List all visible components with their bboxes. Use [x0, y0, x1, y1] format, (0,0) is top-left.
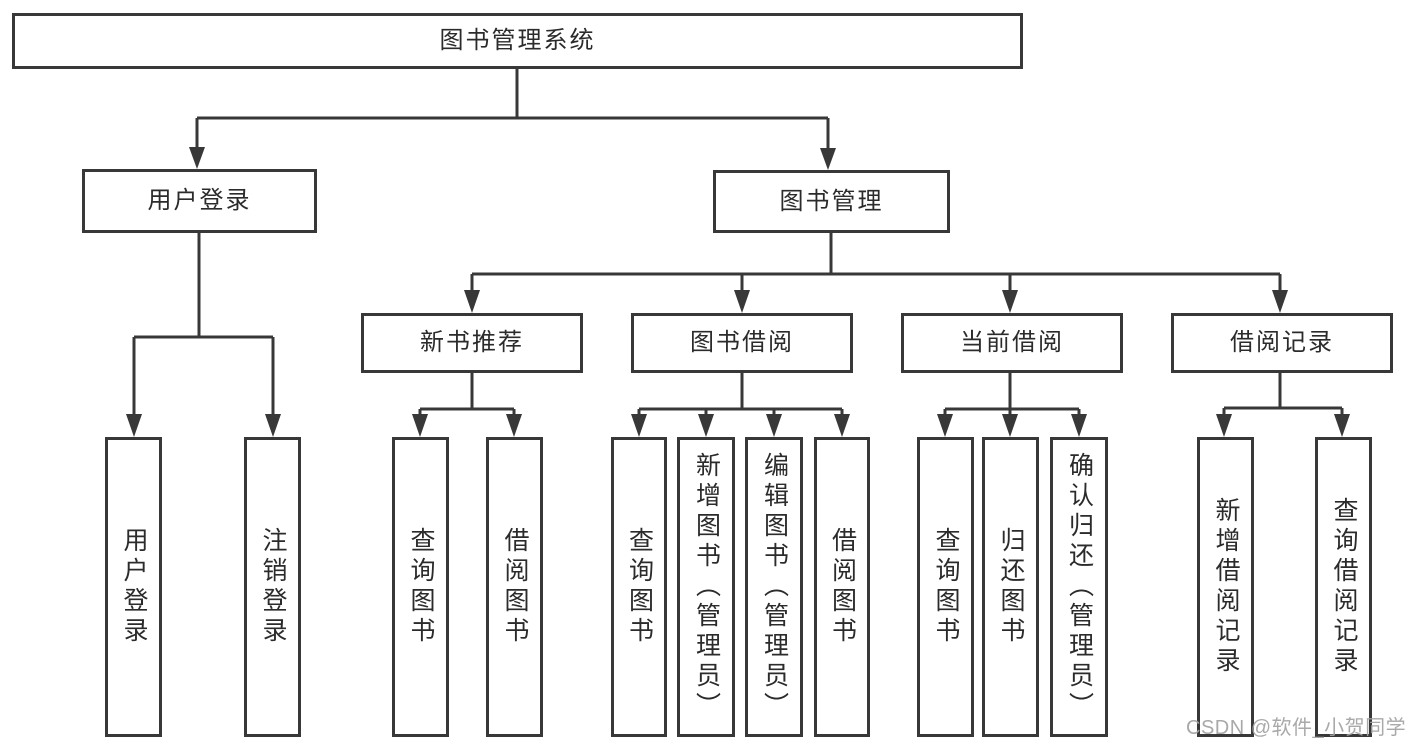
arrowhead [1002, 290, 1018, 313]
node-root-system: 图书管理系统 [12, 13, 1023, 69]
node-label: 新增借阅记录 [1212, 497, 1240, 677]
arrowhead [464, 290, 480, 313]
leaf-query-books-recommend: 查询图书 [392, 437, 449, 737]
node-label: 新增图书（管理员） [692, 452, 721, 722]
node-label: 确认归还（管理员） [1065, 452, 1094, 722]
node-label: 查询借阅记录 [1330, 497, 1358, 677]
arrowhead [1002, 414, 1018, 437]
arrowhead [1272, 290, 1288, 313]
node-label: 查询图书 [932, 527, 960, 647]
node-label: 查询图书 [625, 527, 654, 647]
leaf-user-login: 用户登录 [105, 437, 162, 737]
arrowhead [820, 148, 836, 170]
leaf-confirm-return-admin: 确认归还（管理员） [1050, 437, 1108, 737]
node-label: 用户登录 [120, 527, 148, 647]
node-label: 查询图书 [407, 527, 435, 647]
arrowhead [265, 414, 281, 437]
csdn-watermark: CSDN @软件_小贺同学 [1186, 717, 1405, 739]
node-label: 当前借阅 [960, 329, 1064, 356]
node-label: 归还图书 [997, 527, 1025, 647]
arrowhead [834, 414, 850, 437]
leaf-borrow-books-recommend: 借阅图书 [486, 437, 543, 737]
arrowhead [506, 414, 522, 437]
node-label: 新书推荐 [420, 329, 524, 356]
leaf-query-books-current: 查询图书 [917, 437, 974, 737]
node-book-borrow: 图书借阅 [631, 313, 853, 373]
node-label: 图书借阅 [690, 329, 794, 356]
arrowhead [1216, 414, 1232, 437]
arrowhead [766, 414, 782, 437]
leaf-query-borrow-record: 查询借阅记录 [1315, 437, 1372, 737]
node-label: 编辑图书（管理员） [760, 452, 789, 722]
arrowhead [937, 414, 953, 437]
arrowhead [698, 414, 714, 437]
node-label: 用户登录 [147, 187, 252, 214]
node-book-management: 图书管理 [713, 170, 950, 233]
node-label: 借阅图书 [828, 527, 857, 647]
node-current-borrow: 当前借阅 [901, 313, 1123, 373]
leaf-add-borrow-record: 新增借阅记录 [1197, 437, 1254, 737]
leaf-borrow-books: 借阅图书 [814, 437, 870, 737]
leaf-edit-books-admin: 编辑图书（管理员） [745, 437, 803, 737]
leaf-query-books-borrow: 查询图书 [611, 437, 667, 737]
arrowhead [412, 414, 428, 437]
node-label: 借阅记录 [1230, 329, 1334, 356]
node-label: 图书管理 [779, 187, 884, 215]
arrowhead [189, 147, 205, 169]
node-label: 注销登录 [259, 527, 287, 647]
arrowhead [1071, 414, 1087, 437]
arrowhead [631, 414, 647, 437]
leaf-logout: 注销登录 [244, 437, 301, 737]
arrowhead [734, 290, 750, 313]
arrowhead [126, 414, 142, 437]
node-new-book-recommend: 新书推荐 [361, 313, 583, 373]
node-user-login: 用户登录 [82, 169, 317, 233]
node-label: 借阅图书 [501, 527, 529, 647]
leaf-return-books: 归还图书 [982, 437, 1039, 737]
node-borrow-records: 借阅记录 [1171, 313, 1393, 373]
leaf-add-books-admin: 新增图书（管理员） [677, 437, 735, 737]
arrowhead [1334, 414, 1350, 437]
node-label: 图书管理系统 [439, 27, 596, 54]
